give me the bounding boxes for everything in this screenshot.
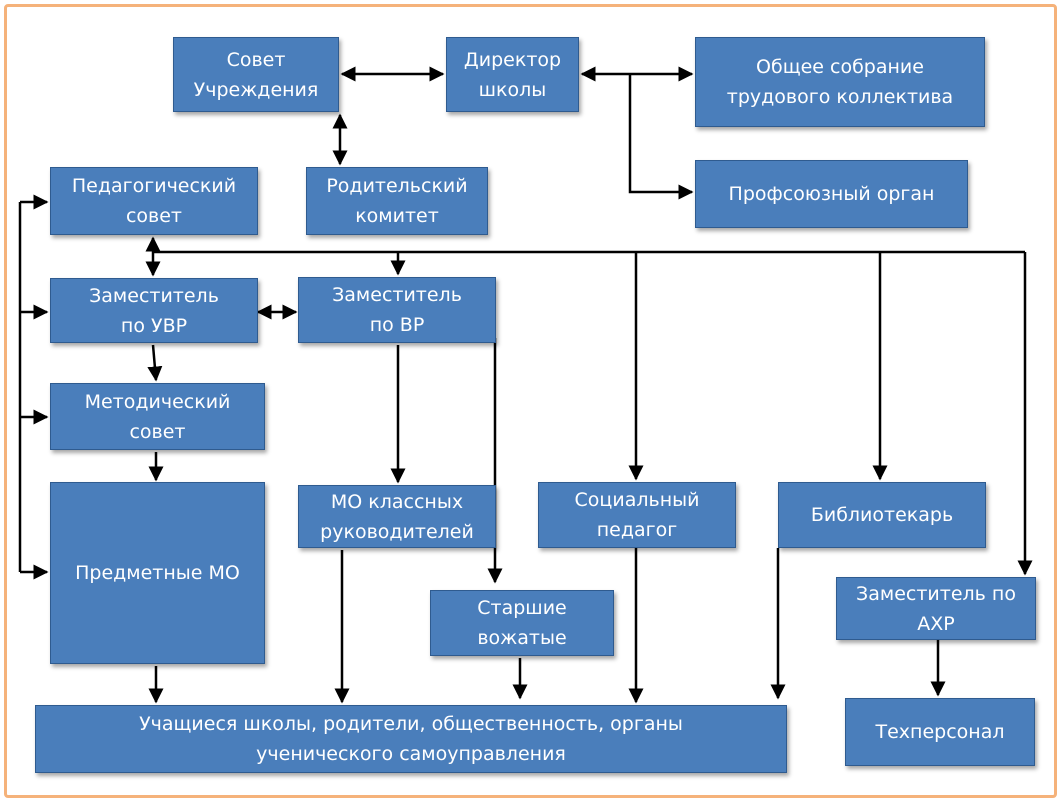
parent-committee-node: Родительский комитет (306, 167, 488, 235)
students-node: Учащиеся школы, родители, общественность… (35, 705, 787, 773)
deputy-vr-node: Заместитель по ВР (298, 277, 496, 343)
council-node: Совет Учреждения (173, 37, 339, 112)
subject-mo-node: Предметные МО (50, 482, 265, 664)
union-node: Профсоюзный орган (695, 160, 968, 228)
method-council-node: Методический совет (50, 383, 265, 450)
tech-staff-node: Техперсонал (845, 698, 1035, 766)
senior-leaders-node: Старшие вожатые (430, 590, 614, 656)
deputy-ahr-node: Заместитель по АХР (836, 577, 1036, 640)
general-meeting-node: Общее собрание трудового коллектива (695, 37, 985, 127)
social-teacher-node: Социальный педагог (538, 482, 736, 548)
director-node: Директор школы (446, 37, 579, 112)
class-mo-node: МО классных руководителей (298, 485, 496, 548)
ped-council-node: Педагогический совет (50, 167, 258, 235)
deputy-uvr-node: Заместитель по УВР (50, 278, 258, 343)
librarian-node: Библиотекарь (778, 482, 986, 548)
